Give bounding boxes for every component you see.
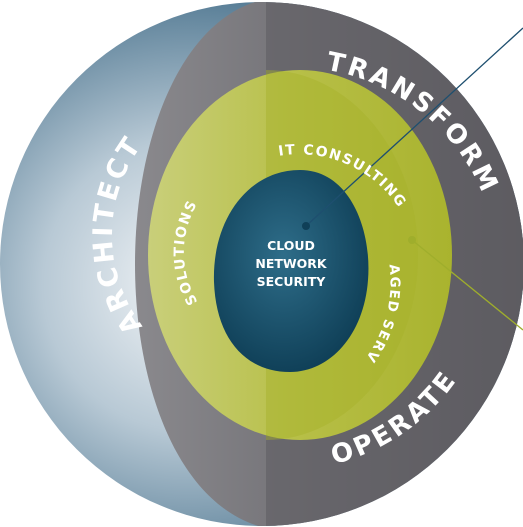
pointer-line-green (411, 239, 523, 331)
pointer-line-blue (305, 27, 523, 227)
core-label-cloud: CLOUD (267, 238, 315, 253)
pointer-dot-green (408, 236, 416, 244)
core-label-network: NETWORK (255, 256, 328, 271)
core-circle (213, 170, 369, 372)
core-label-security: SECURITY (257, 274, 327, 289)
pointer-dot-blue (302, 222, 310, 230)
